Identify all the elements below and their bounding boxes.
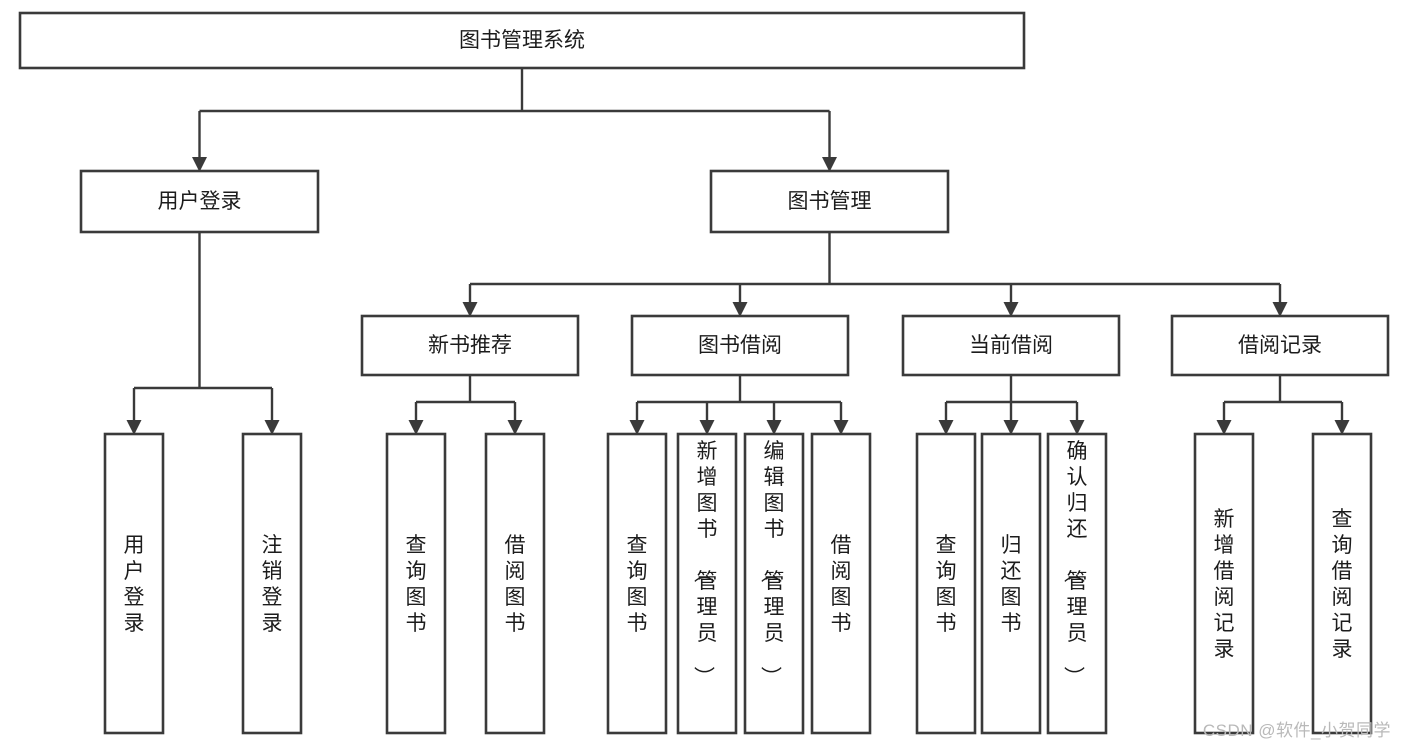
node-leaf-query-record[interactable]: 查询借阅记录 (1311, 432, 1373, 735)
node-box (901, 314, 1121, 377)
arrow-head-icon (1003, 420, 1019, 435)
arrow-head-icon (126, 420, 142, 435)
node-label: 图书管理系统 (459, 29, 585, 52)
node-box (484, 432, 546, 735)
arrow-head-icon (192, 157, 207, 172)
node-leaf-query-book-cur[interactable]: 查询图书 (915, 432, 977, 735)
node-label: 归还图书 (1001, 534, 1022, 635)
node-box (915, 432, 977, 735)
node-box (1311, 432, 1373, 735)
node-box (241, 432, 303, 735)
node-box (606, 432, 668, 735)
node-leaf-add-record[interactable]: 新增借阅记录 (1193, 432, 1255, 735)
node-leaf-confirm-return[interactable]: 确认归还（管理员） (1046, 432, 1108, 735)
node-label: 借阅图书 (505, 534, 526, 635)
node-label: 查询图书 (627, 534, 648, 635)
arrow-head-icon (766, 420, 782, 435)
node-box (810, 432, 872, 735)
node-label: 编辑图书（管理员） (759, 440, 785, 687)
node-label: 查询借阅记录 (1332, 508, 1353, 661)
node-label: 图书借阅 (698, 334, 782, 357)
arrow-head-icon (1272, 302, 1288, 317)
node-label: 用户登录 (158, 190, 242, 213)
node-box (630, 314, 850, 377)
node-leaf-edit-book[interactable]: 编辑图书（管理员） (743, 432, 805, 735)
arrow-head-icon (462, 302, 478, 317)
arrow-head-icon (507, 420, 523, 435)
node-leaf-borrow-book[interactable]: 借阅图书 (810, 432, 872, 735)
node-box (980, 432, 1042, 735)
connector-layer (126, 68, 1350, 435)
node-label: 新书推荐 (428, 334, 512, 357)
node-root[interactable]: 图书管理系统 (18, 11, 1026, 70)
arrow-head-icon (938, 420, 954, 435)
node-label: 用户登录 (124, 534, 145, 635)
node-borrow-record[interactable]: 借阅记录 (1170, 314, 1390, 377)
node-leaf-return-book[interactable]: 归还图书 (980, 432, 1042, 735)
node-box (1046, 432, 1108, 735)
node-layer: 图书管理系统用户登录图书管理新书推荐图书借阅当前借阅借阅记录用户登录注销登录查询… (18, 11, 1390, 735)
node-box (103, 432, 165, 735)
arrow-head-icon (264, 420, 280, 435)
node-box (676, 432, 738, 735)
node-leaf-add-book[interactable]: 新增图书（管理员） (676, 432, 738, 735)
node-box (1170, 314, 1390, 377)
node-box (1193, 432, 1255, 735)
arrow-head-icon (1003, 302, 1019, 317)
node-label: 注销登录 (262, 534, 283, 635)
node-box (385, 432, 447, 735)
node-leaf-user-login[interactable]: 用户登录 (103, 432, 165, 735)
node-book-manage[interactable]: 图书管理 (709, 169, 950, 234)
arrow-head-icon (1069, 420, 1085, 435)
node-box (743, 432, 805, 735)
node-label: 查询图书 (406, 534, 427, 635)
node-leaf-logout[interactable]: 注销登录 (241, 432, 303, 735)
arrow-head-icon (1334, 420, 1350, 435)
node-box (79, 169, 320, 234)
node-leaf-borrow-book-rec[interactable]: 借阅图书 (484, 432, 546, 735)
node-label: 查询图书 (936, 534, 957, 635)
arrow-head-icon (732, 302, 748, 317)
node-new-book-rec[interactable]: 新书推荐 (360, 314, 580, 377)
arrow-head-icon (408, 420, 424, 435)
arrow-head-icon (833, 420, 849, 435)
node-current-borrow[interactable]: 当前借阅 (901, 314, 1121, 377)
arrow-head-icon (629, 420, 645, 435)
node-book-borrow[interactable]: 图书借阅 (630, 314, 850, 377)
node-label: 借阅记录 (1238, 334, 1322, 357)
arrow-head-icon (822, 157, 837, 172)
node-box (18, 11, 1026, 70)
node-label: 确认归还（管理员） (1062, 440, 1088, 687)
node-leaf-query-book-borrow[interactable]: 查询图书 (606, 432, 668, 735)
node-user-login[interactable]: 用户登录 (79, 169, 320, 234)
node-label: 图书管理 (788, 190, 872, 213)
node-label: 新增图书（管理员） (692, 440, 718, 687)
node-label: 当前借阅 (969, 334, 1053, 357)
node-box (709, 169, 950, 234)
node-leaf-query-book-rec[interactable]: 查询图书 (385, 432, 447, 735)
node-label: 借阅图书 (831, 534, 852, 635)
arrow-head-icon (699, 420, 715, 435)
arrow-head-icon (1216, 420, 1232, 435)
node-box (360, 314, 580, 377)
node-label: 新增借阅记录 (1214, 508, 1235, 661)
